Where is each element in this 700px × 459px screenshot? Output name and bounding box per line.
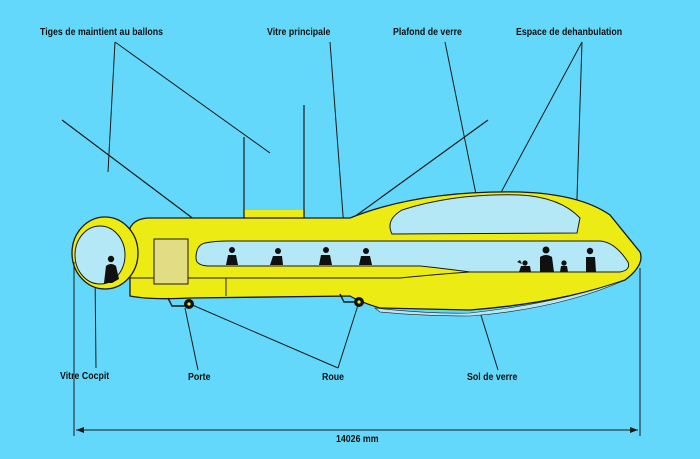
passenger-silhouettes <box>226 246 596 272</box>
leader-glass-floor <box>479 311 499 371</box>
passenger-8 <box>517 260 531 272</box>
label-walking-space: Espace de dehanbulation <box>516 27 623 38</box>
mast <box>243 105 305 219</box>
label-cockpit-window: Vitre Cocpit <box>60 371 110 382</box>
passenger-1 <box>226 247 238 265</box>
passenger-6 <box>560 260 568 272</box>
rod-right-diagonal <box>349 119 489 221</box>
rear-landing-gear <box>339 293 364 307</box>
label-wheel: Roue <box>322 372 344 383</box>
label-glass-ceiling: Plafond de verre <box>393 27 462 38</box>
front-landing-gear <box>167 297 194 309</box>
passenger-2 <box>270 248 283 265</box>
passenger-7 <box>586 247 596 272</box>
leader-lines <box>94 41 583 371</box>
passenger-4 <box>359 248 372 265</box>
dimension-arrow-left <box>76 427 84 433</box>
label-length: 14026 mm <box>336 434 379 445</box>
glass-floor <box>374 279 626 317</box>
balloon-rods <box>61 119 489 221</box>
glass-ceiling-window <box>389 194 581 235</box>
leader-rods-left <box>107 41 116 173</box>
leader-wheel-front <box>189 303 339 369</box>
label-door: Porte <box>188 372 211 383</box>
leader-main-window <box>329 41 346 243</box>
passenger-5 <box>540 246 554 272</box>
leader-rods-right <box>114 41 271 154</box>
dimension-arrow-right <box>630 427 638 433</box>
passenger-3 <box>319 247 332 265</box>
label-glass-floor: Sol de verre <box>467 372 518 383</box>
length-dimension <box>73 262 641 436</box>
label-main-window: Vitre principale <box>267 27 331 38</box>
deck-line <box>130 271 620 279</box>
pilot-silhouette <box>104 255 119 283</box>
label-balloon-rods: Tiges de maintient au ballons <box>40 27 164 38</box>
rod-left-diagonal <box>61 119 196 221</box>
leader-wheel-rear <box>337 304 359 369</box>
leader-door <box>184 307 199 371</box>
door <box>153 238 189 285</box>
leader-glass-ceiling <box>444 41 481 215</box>
